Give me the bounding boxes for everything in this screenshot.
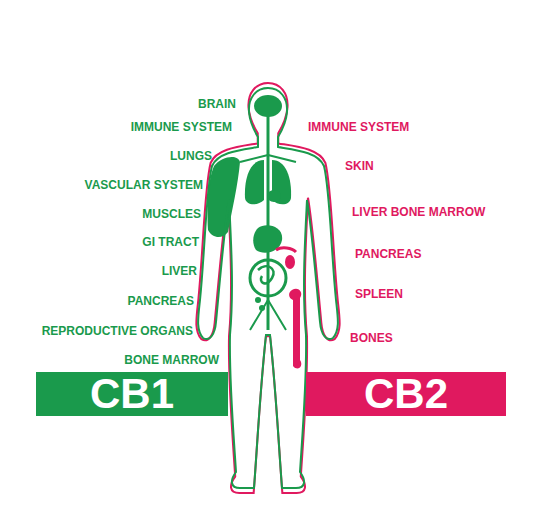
- brain: [254, 95, 282, 117]
- receptor-band: CB2: [306, 372, 506, 416]
- receptor-site-label: VASCULAR SYSTEM: [85, 178, 203, 192]
- receptor-site-label: GI TRACT: [142, 235, 199, 249]
- receptor-site-label: SPLEEN: [355, 287, 403, 301]
- reproductive-organ: [259, 305, 265, 311]
- receptor-site-label: REPRODUCTIVE ORGANS: [42, 324, 193, 338]
- receptor-name: CB2: [364, 372, 448, 416]
- body-outline-green: [198, 88, 338, 488]
- vessels: [240, 155, 296, 330]
- receptor-site-label: BONES: [350, 331, 393, 345]
- receptor-site-label: SKIN: [345, 159, 374, 173]
- femur: [289, 289, 301, 369]
- receptor-site-label: BONE MARROW: [124, 353, 219, 367]
- body-outline-pink: [196, 83, 339, 493]
- receptor-site-label: IMMUNE SYSTEM: [308, 120, 409, 134]
- intestines: [250, 260, 286, 296]
- lung: [245, 160, 264, 204]
- intestines: [258, 266, 274, 283]
- receptor-site-label: LIVER: [162, 264, 197, 278]
- reproductive-organ: [255, 297, 261, 303]
- receptor-name: CB1: [90, 372, 174, 416]
- spleen: [285, 255, 295, 269]
- arm-muscle: [208, 157, 240, 237]
- receptor-site-label: LIVER BONE MARROW: [352, 205, 485, 219]
- receptor-site-label: PANCREAS: [128, 294, 194, 308]
- receptor-site-label: PANCREAS: [355, 247, 421, 261]
- receptor-band: CB1: [36, 372, 228, 416]
- spinal-cord: [267, 115, 270, 330]
- heart: [267, 190, 281, 202]
- pancreas: [276, 248, 296, 252]
- receptor-site-label: MUSCLES: [142, 207, 201, 221]
- receptor-site-label: IMMUNE SYSTEM: [131, 120, 232, 134]
- receptor-site-label: BRAIN: [198, 97, 236, 111]
- receptor-site-label: LUNGS: [170, 149, 212, 163]
